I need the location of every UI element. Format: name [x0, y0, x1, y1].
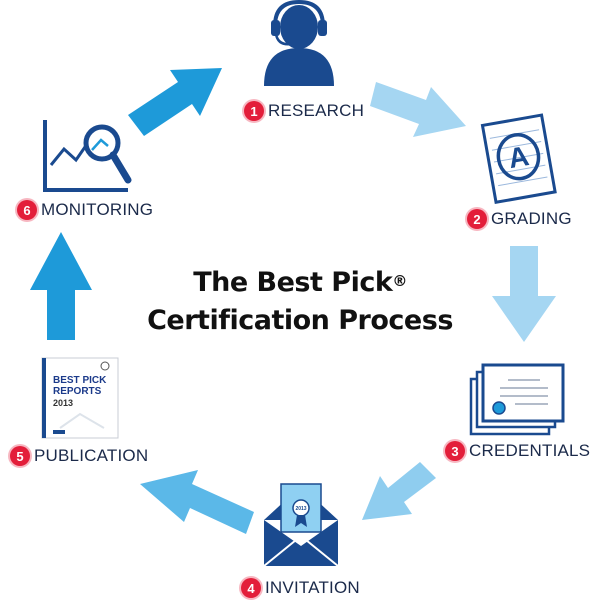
registered-mark: ®	[392, 272, 407, 290]
step-number-badge: 3	[445, 441, 465, 461]
title-line1: The Best Pick	[193, 267, 393, 298]
step-monitoring: 6 MONITORING	[17, 200, 153, 220]
arrow-credentials-to-invitation	[362, 462, 436, 520]
certificates-icon	[469, 363, 565, 436]
step-label: CREDENTIALS	[469, 441, 591, 460]
step-label: MONITORING	[41, 200, 154, 219]
step-number-badge: 1	[244, 101, 264, 121]
step-label: RESEARCH	[268, 101, 365, 120]
book-icon: BEST PICK REPORTS 2013	[41, 357, 119, 439]
step-publication: 5 PUBLICATION	[10, 446, 148, 466]
step-number-badge: 5	[10, 446, 30, 466]
step-research: 1 RESEARCH	[244, 101, 364, 121]
book-title-line1: BEST PICK	[53, 375, 107, 386]
book-year: 2013	[53, 398, 73, 408]
step-invitation: 4 INVITATION	[241, 578, 360, 598]
magnifier-chart-icon	[43, 120, 132, 192]
title-line2: Certification Process	[147, 305, 453, 336]
step-number-badge: 6	[17, 200, 37, 220]
arrow-research-to-grading	[370, 82, 466, 137]
graded-paper-icon: A	[480, 113, 557, 205]
step-number-badge: 4	[241, 578, 261, 598]
invitation-year: 2013	[295, 506, 306, 512]
step-label: INVITATION	[265, 578, 360, 597]
step-credentials: 3 CREDENTIALS	[445, 441, 590, 461]
envelope-icon: 2013	[263, 483, 339, 567]
arrow-invitation-to-publication	[140, 470, 254, 534]
arrow-grading-to-credentials	[492, 246, 556, 342]
step-grading: 2 GRADING	[467, 209, 572, 229]
step-label: PUBLICATION	[34, 446, 149, 465]
step-number-badge: 2	[467, 209, 487, 229]
arrow-publication-to-monitoring	[30, 232, 92, 340]
diagram-title: The Best Pick® Certification Process	[110, 264, 490, 340]
book-title-line2: REPORTS	[53, 386, 102, 397]
step-label: GRADING	[491, 209, 572, 228]
arrow-monitoring-to-research	[128, 68, 222, 136]
headset-person-icon	[264, 0, 334, 86]
